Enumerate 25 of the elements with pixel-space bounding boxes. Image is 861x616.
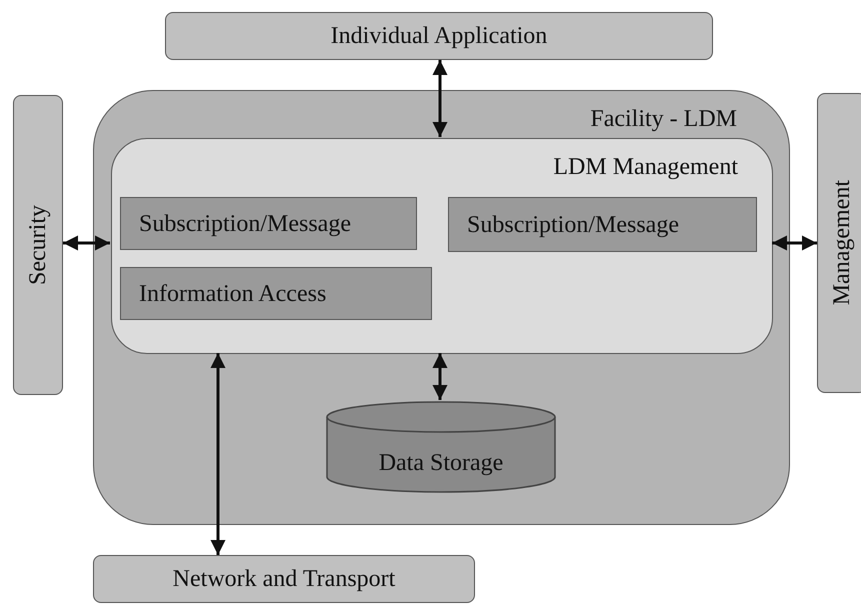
storage-cylinder [326,401,556,493]
arrow [210,353,226,555]
node-label: Management [828,180,856,306]
module-box [448,197,757,252]
node-label: Individual Application [330,22,548,51]
management-bar [817,93,861,393]
arrow [63,236,110,250]
node-label: Subscription/Message [139,210,351,238]
node-label: Facility - LDM [590,105,737,134]
arrow [772,236,817,250]
module-box [120,197,417,250]
module-box [120,267,432,320]
node-label: Subscription/Message [467,210,679,240]
node-label: LDM Management [553,153,738,182]
node-label: Data Storage [378,449,504,478]
network-box [93,555,475,603]
arrow [432,60,448,137]
application-box [165,12,713,60]
security-bar [13,95,63,395]
node-label: Information Access [139,280,326,308]
arrow [432,353,448,400]
facility-container [93,90,790,525]
management-panel [111,138,773,354]
node-label: Security [24,205,52,285]
node-label: Network and Transport [172,565,396,594]
